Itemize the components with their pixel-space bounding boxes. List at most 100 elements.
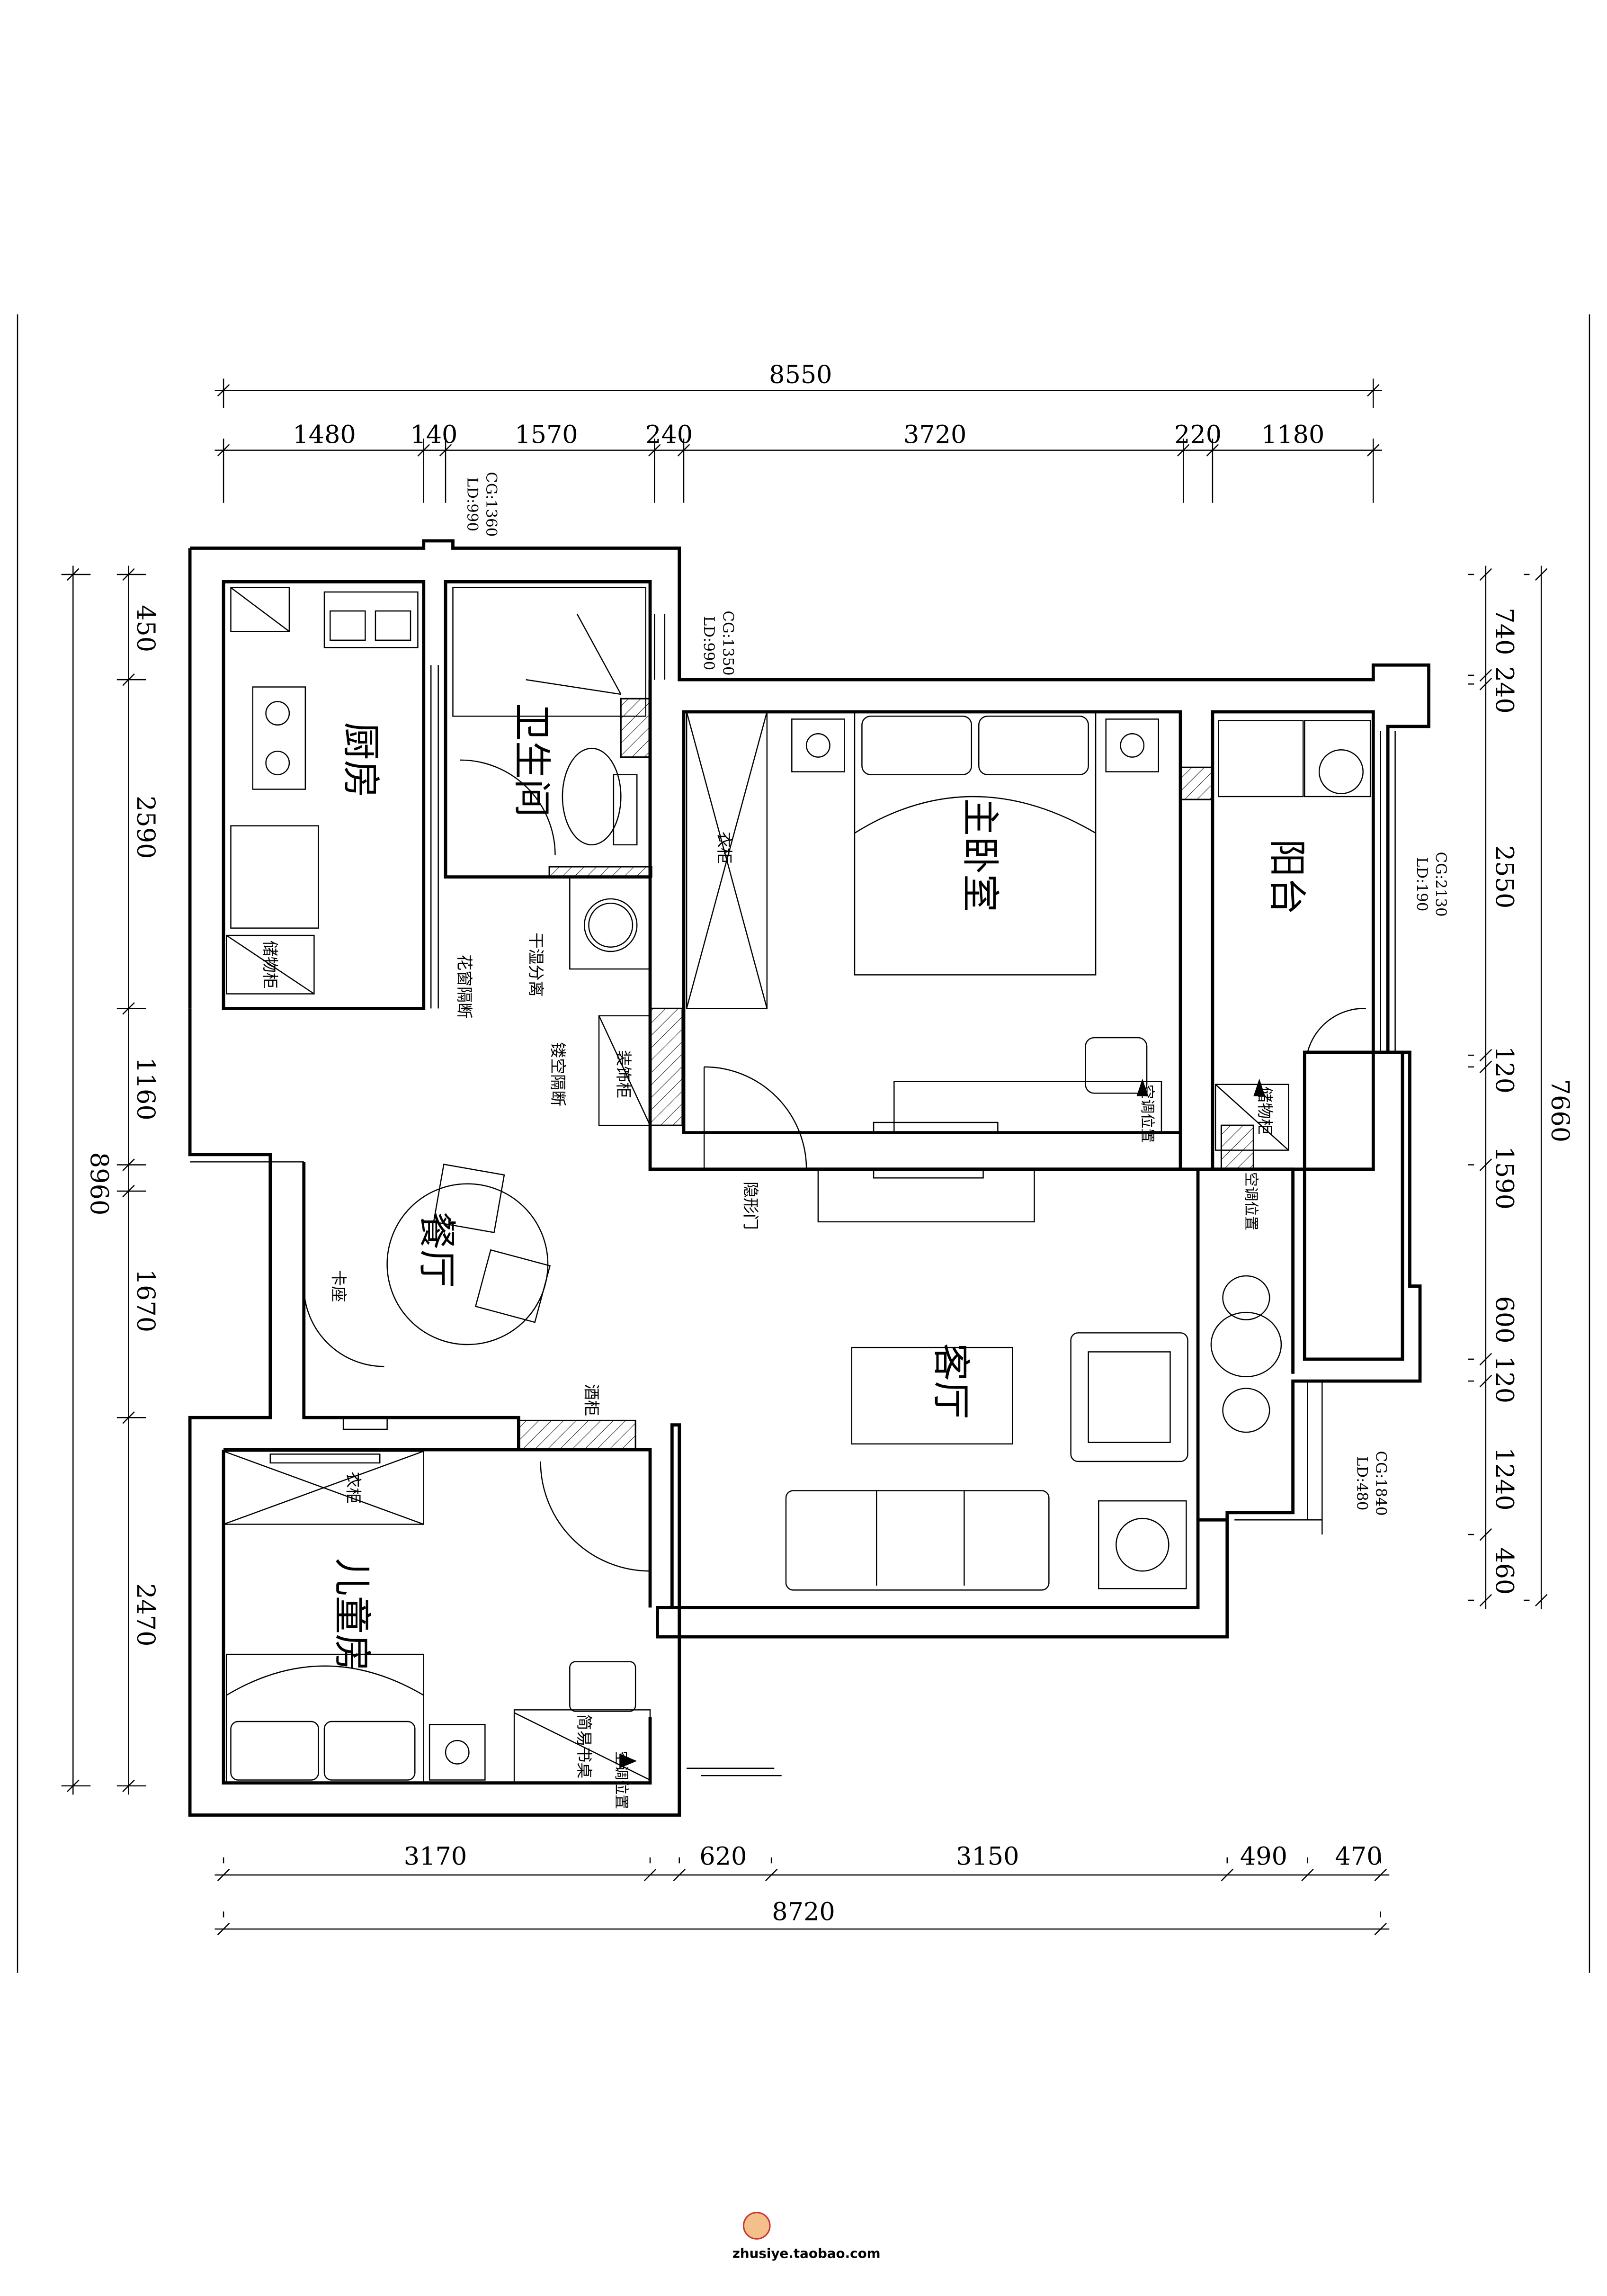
room-kitchen: 厨房	[339, 722, 383, 798]
dim-line-bottom-total-tick	[1374, 1922, 1387, 1936]
cg-note: CG:1360	[482, 472, 500, 537]
dim-left-total: 8960	[84, 1152, 113, 1215]
ld-note: LD:990	[700, 616, 717, 670]
dim-line-right-total-tick	[1535, 568, 1548, 581]
bottom-dimensions: 3170 620 3150 490 470 8720	[404, 1842, 1383, 1926]
dim-line-top-tick	[648, 444, 661, 457]
dim-line-bottom-tick	[765, 1868, 778, 1882]
dim-line-top-tick	[1177, 444, 1190, 457]
label-booth: 卡座	[329, 1270, 347, 1302]
dim-top-seg: 1570	[515, 420, 578, 449]
watermark-text: zhusiye.taobao.com	[732, 2245, 881, 2261]
label-hidden-door: 隐形门	[741, 1182, 759, 1230]
dim-right-seg: 2550	[1490, 845, 1519, 908]
dim-line-left-tick	[122, 1158, 135, 1171]
dim-line-left-total-tick	[67, 568, 80, 581]
dim-bottom-seg: 3170	[404, 1842, 467, 1871]
dim-right-seg: 120	[1490, 1046, 1519, 1094]
dim-right-seg: 1240	[1490, 1447, 1519, 1510]
dim-top-total: 8550	[769, 360, 832, 389]
dim-line-top-tick	[1206, 444, 1219, 457]
cg-note: CG:2130	[1432, 852, 1449, 917]
dim-top-seg: 140	[410, 420, 457, 449]
dim-line-bottom-tick	[1221, 1868, 1233, 1882]
dim-top-seg: 1180	[1261, 420, 1324, 449]
dim-line-right-tick	[1479, 1158, 1492, 1171]
room-master-bedroom: 主卧室	[958, 798, 1002, 912]
dim-right-seg: 240	[1490, 666, 1519, 714]
dim-line-left-tick	[122, 1184, 135, 1198]
left-dimensions: 8960 450 2590 1160 1670 2470	[84, 605, 160, 1646]
dim-line-left-tick	[122, 1002, 135, 1015]
dim-line-right-tick	[1479, 678, 1492, 691]
dim-line-top-total-tick	[1367, 384, 1380, 397]
annotations: 衣柜 干湿分离 花窗隔断 镂空隔断 装饰柜 储物柜 储物柜 空调位置 空调位置 …	[260, 832, 1273, 1809]
dim-line-left-tick	[122, 1411, 135, 1424]
dim-top-seg: 240	[645, 420, 693, 449]
dim-line-bottom-tick	[673, 1868, 686, 1882]
label-decor-cabinet: 装饰柜	[614, 1050, 632, 1098]
dim-right-seg: 460	[1490, 1547, 1519, 1595]
dim-line-bottom-tick	[1301, 1868, 1314, 1882]
dim-left-seg: 2590	[131, 796, 160, 859]
dim-right-seg: 600	[1490, 1296, 1519, 1343]
dim-line-top-tick	[677, 444, 690, 457]
dim-left-seg: 1160	[131, 1057, 160, 1120]
label-master-wardrobe: 衣柜	[714, 832, 733, 864]
label-ac-master: 空调位置	[1139, 1085, 1155, 1143]
watermark: zhusiye.taobao.com	[732, 2212, 881, 2261]
dim-line-right-tick	[1479, 1528, 1492, 1541]
dim-right-seg: 120	[1490, 1356, 1519, 1403]
room-kids: 儿童房	[330, 1558, 374, 1672]
dim-top-seg: 1480	[293, 420, 356, 449]
dim-bottom-seg: 620	[699, 1842, 747, 1871]
dim-line-top-tick	[217, 444, 230, 457]
label-balcony-storage: 储物柜	[1255, 1086, 1274, 1135]
ld-note: LD:480	[1353, 1456, 1370, 1510]
label-lattice: 花窗隔断	[455, 954, 473, 1019]
dim-line-right-tick	[1479, 1353, 1492, 1366]
label-kids-wardrobe: 衣柜	[343, 1471, 362, 1504]
right-dimensions: 7660 740 240 2550 120 1590 600 120 1240 …	[1490, 608, 1574, 1595]
top-dimensions: 8550 1480 140 1570 240 3720 220 1180	[293, 360, 1324, 449]
watermark-logo-icon	[742, 2212, 771, 2240]
room-bathroom: 卫生间	[509, 703, 554, 817]
dim-bottom-total: 8720	[772, 1898, 835, 1927]
dim-line-bottom-tick	[643, 1868, 657, 1882]
dim-line-right-tick	[1479, 1374, 1492, 1388]
dim-line-bottom-tick	[217, 1868, 230, 1882]
dim-line-left-tick	[122, 568, 135, 581]
furniture	[223, 587, 1396, 1784]
dim-line-top-tick	[439, 444, 452, 457]
ac-arrow-kids	[619, 1753, 637, 1768]
label-wine-cabinet: 酒柜	[581, 1384, 600, 1416]
dim-line-top-tick	[1367, 444, 1380, 457]
dim-left-seg: 2470	[131, 1583, 160, 1646]
dim-right-seg: 1590	[1490, 1147, 1519, 1210]
room-living: 客厅	[929, 1343, 973, 1419]
dimension-lines	[61, 378, 1548, 1936]
ac-arrow-balcony	[1253, 1078, 1266, 1096]
dim-top-seg: 3720	[903, 420, 966, 449]
cg-note: CG:1350	[719, 610, 736, 675]
cg-note: CG:1840	[1372, 1451, 1389, 1516]
label-hollow: 镂空隔断	[548, 1042, 566, 1106]
label-ac-kids: 空调位置	[613, 1751, 629, 1809]
ld-note: LD:190	[1413, 857, 1430, 911]
dim-line-bottom-total-tick	[217, 1922, 230, 1936]
dim-top-seg: 220	[1174, 420, 1222, 449]
hatched-walls	[518, 698, 1254, 1451]
dim-bottom-seg: 470	[1335, 1842, 1382, 1871]
dim-line-left-total-tick	[67, 1779, 80, 1793]
room-dining: 餐厅	[415, 1211, 459, 1287]
dim-right-seg: 740	[1490, 608, 1519, 655]
dim-line-right-tick	[1479, 1594, 1492, 1607]
label-simple-desk: 简易书桌	[574, 1714, 593, 1779]
dim-left-seg: 1670	[131, 1269, 160, 1332]
label-kitchen-cabinet: 储物柜	[260, 941, 278, 989]
dim-left-seg: 450	[131, 605, 160, 652]
dim-line-left-tick	[122, 1779, 135, 1793]
dim-line-right-tick	[1479, 669, 1492, 682]
ac-arrow-master	[1136, 1078, 1149, 1096]
dim-line-left-tick	[122, 673, 135, 686]
